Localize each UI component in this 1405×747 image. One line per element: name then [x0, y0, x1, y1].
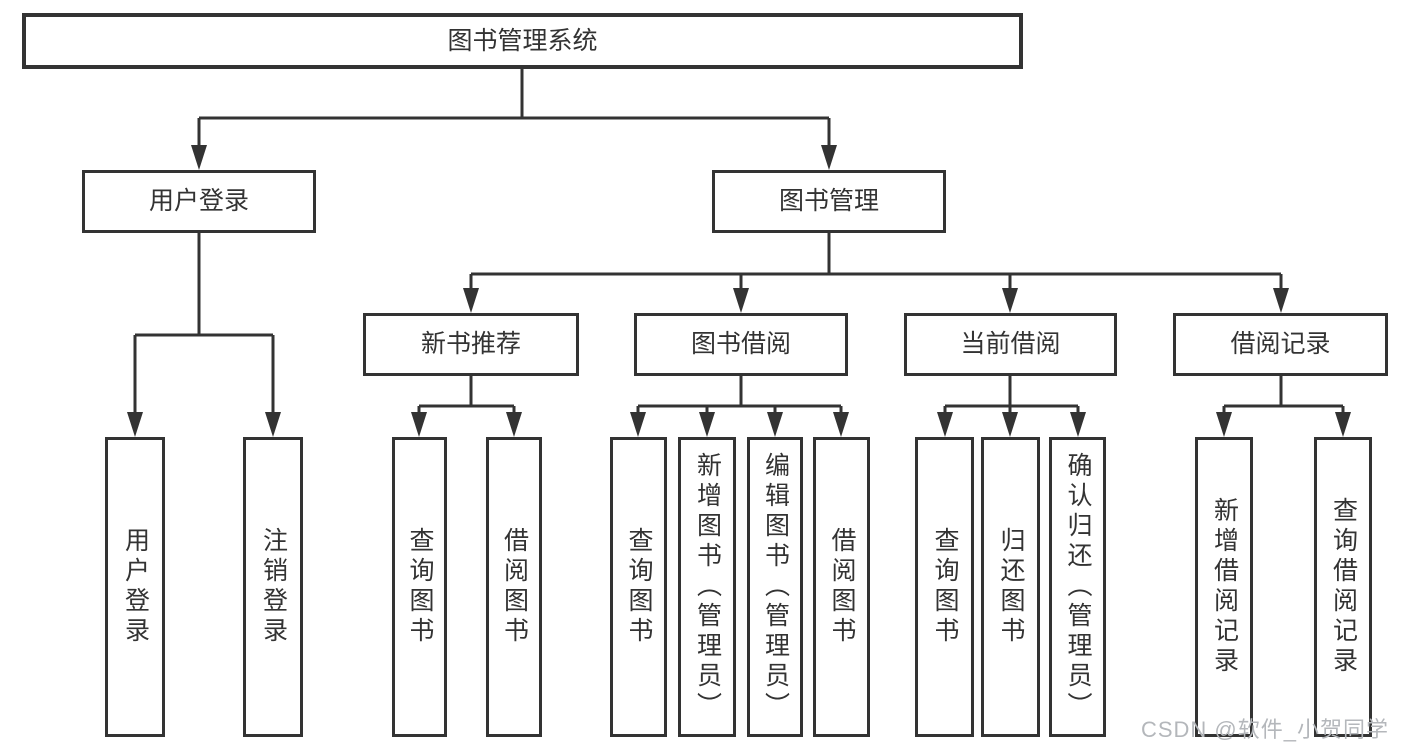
leaf-confirm-return-admin: 确认归还（管理员） [1049, 437, 1106, 737]
leaf-logout: 注销登录 [243, 437, 303, 737]
node-new-book-recommend: 新书推荐 [363, 313, 579, 376]
leaf-return-books: 归还图书 [981, 437, 1040, 737]
leaf-query-borrow-record: 查询借阅记录 [1314, 437, 1372, 737]
node-book-borrow: 图书借阅 [634, 313, 848, 376]
leaf-borrow-books-borrow: 借阅图书 [813, 437, 870, 737]
node-current-borrow: 当前借阅 [904, 313, 1117, 376]
leaf-add-borrow-record: 新增借阅记录 [1195, 437, 1253, 737]
leaf-add-book-admin: 新增图书（管理员） [678, 437, 736, 737]
leaf-query-books-borrow: 查询图书 [610, 437, 667, 737]
node-root: 图书管理系统 [22, 13, 1023, 69]
leaf-query-books-current: 查询图书 [915, 437, 974, 737]
leaf-user-login: 用户登录 [105, 437, 165, 737]
watermark-text: CSDN @软件_小贺同学 [1140, 717, 1389, 742]
node-user-login: 用户登录 [82, 170, 316, 233]
leaf-borrow-books-recommend: 借阅图书 [486, 437, 542, 737]
leaf-edit-book-admin: 编辑图书（管理员） [747, 437, 803, 737]
node-book-management: 图书管理 [712, 170, 946, 233]
node-borrow-records: 借阅记录 [1173, 313, 1388, 376]
leaf-query-books-recommend: 查询图书 [392, 437, 447, 737]
